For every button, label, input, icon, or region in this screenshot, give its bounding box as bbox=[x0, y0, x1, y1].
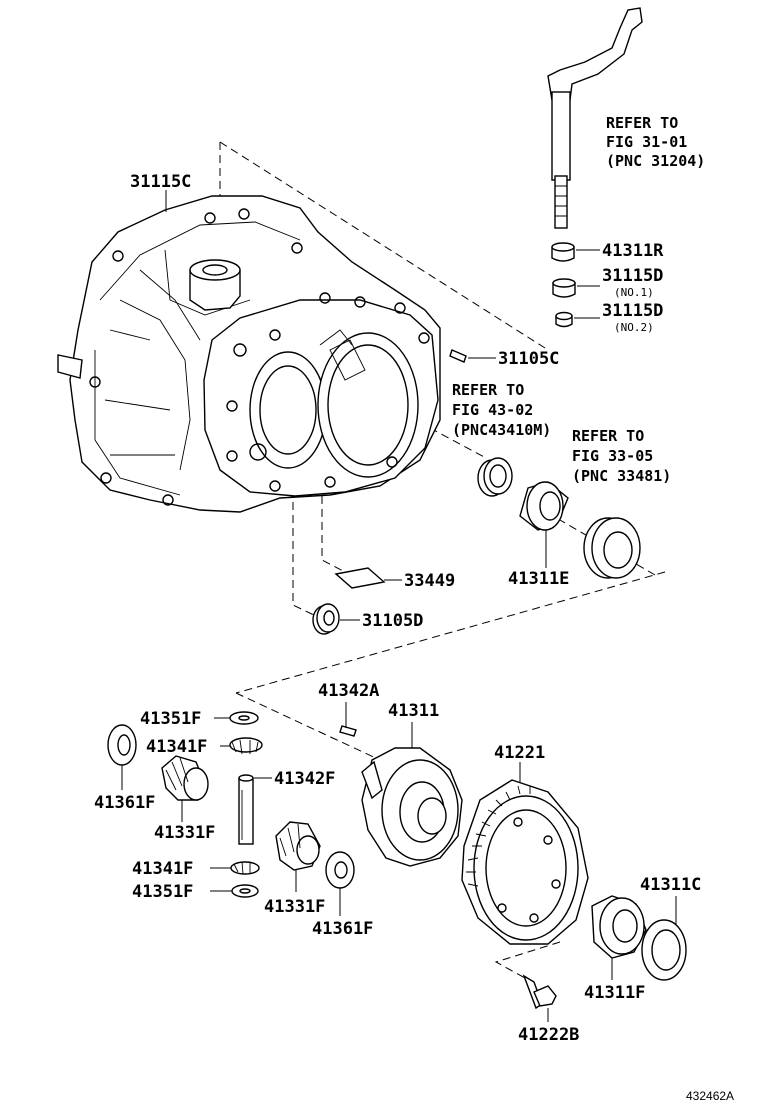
ref2-line3: (PNC43410M) bbox=[452, 421, 551, 439]
bushing-41311R bbox=[551, 242, 575, 262]
seal-31105D bbox=[312, 603, 340, 635]
oil-seal-33481 bbox=[583, 517, 641, 579]
dash-diff bbox=[235, 692, 381, 761]
label-41311F: 41311F bbox=[584, 983, 645, 1003]
ref1-line2: FIG 31-01 bbox=[606, 133, 687, 151]
shaft-41342F bbox=[238, 774, 254, 845]
refer-note-33481: REFER TO FIG 33-05 (PNC 33481) bbox=[572, 427, 671, 485]
dash-to-31105D bbox=[292, 372, 317, 617]
label-41342F: 41342F bbox=[274, 769, 335, 789]
dash-to-33449 bbox=[321, 470, 346, 573]
label-41361F-bottom: 41361F bbox=[312, 919, 373, 939]
label-41311C: 41311C bbox=[640, 875, 701, 895]
label-41311R: 41311R bbox=[602, 241, 664, 261]
ref2-line2: FIG 43-02 bbox=[452, 401, 533, 419]
bearing-41311E bbox=[519, 481, 569, 531]
bearing-41311F bbox=[591, 895, 647, 959]
dash-to-bolt bbox=[494, 941, 561, 979]
dash-case-to-diff bbox=[235, 571, 666, 694]
dash-to-seal bbox=[429, 427, 487, 459]
washer-41361F-bottom bbox=[325, 851, 355, 889]
side-gear-41331F-left bbox=[161, 755, 209, 801]
label-31115D-no2: 31115D bbox=[602, 301, 663, 321]
plate-33449 bbox=[334, 567, 386, 589]
label-31105D: 31105D bbox=[362, 611, 423, 631]
label-41341F-top: 41341F bbox=[146, 737, 207, 757]
label-41361F-left: 41361F bbox=[94, 793, 155, 813]
washer-41361F-left bbox=[107, 724, 137, 766]
ref2-line1: REFER TO bbox=[452, 381, 524, 399]
side-gear-41331F-bottom bbox=[275, 821, 321, 871]
leader-lines bbox=[121, 190, 677, 1022]
label-31115C: 31115C bbox=[130, 172, 191, 192]
shim-41311C bbox=[641, 919, 687, 981]
label-31115D-no1: 31115D bbox=[602, 266, 663, 286]
figure-id: 432462A bbox=[686, 1089, 734, 1103]
ref1-line3: (PNC 31204) bbox=[606, 152, 705, 170]
label-41351F-top: 41351F bbox=[140, 709, 201, 729]
bolt-41222B bbox=[522, 974, 557, 1010]
label-41351F-bottom: 41351F bbox=[132, 882, 193, 902]
label-41331F-left: 41331F bbox=[154, 823, 215, 843]
washer-41351F-bottom bbox=[231, 884, 259, 898]
refer-note-43410M: REFER TO FIG 43-02 (PNC43410M) bbox=[452, 381, 551, 439]
ring-gear-41221 bbox=[461, 779, 589, 945]
pin-41342A bbox=[339, 725, 357, 737]
label-33449: 33449 bbox=[404, 571, 455, 591]
label-31105C: 31105C bbox=[498, 349, 559, 369]
pinion-41341F-top bbox=[229, 737, 263, 755]
ref3-line2: FIG 33-05 bbox=[572, 447, 653, 465]
oil-seal-43410M bbox=[477, 457, 513, 497]
oil-plug-31115D-no1 bbox=[552, 278, 576, 298]
transaxle-case-illustration bbox=[57, 195, 441, 513]
label-41311E: 41311E bbox=[508, 569, 569, 589]
label-41341F-bottom: 41341F bbox=[132, 859, 193, 879]
label-41222B: 41222B bbox=[518, 1025, 579, 1045]
oil-plug-31115D-no2 bbox=[555, 311, 573, 328]
differential-case-41311 bbox=[361, 747, 463, 867]
pin-31105C bbox=[449, 349, 467, 363]
washer-41351F-top bbox=[229, 711, 259, 725]
pinion-41341F-bottom bbox=[230, 861, 260, 875]
ref1-line1: REFER TO bbox=[606, 114, 678, 132]
label-41342A: 41342A bbox=[318, 681, 379, 701]
refer-note-31204: REFER TO FIG 31-01 (PNC 31204) bbox=[606, 114, 705, 170]
label-41311: 41311 bbox=[388, 701, 439, 721]
label-31115D-no2-sub: (NO.2) bbox=[614, 321, 654, 334]
ref3-line1: REFER TO bbox=[572, 427, 644, 445]
ref3-line3: (PNC 33481) bbox=[572, 467, 671, 485]
label-41331F-bottom: 41331F bbox=[264, 897, 325, 917]
label-31115D-no1-sub: (NO.1) bbox=[614, 286, 654, 299]
label-41221: 41221 bbox=[494, 743, 545, 763]
shift-lever-illustration bbox=[547, 7, 643, 229]
